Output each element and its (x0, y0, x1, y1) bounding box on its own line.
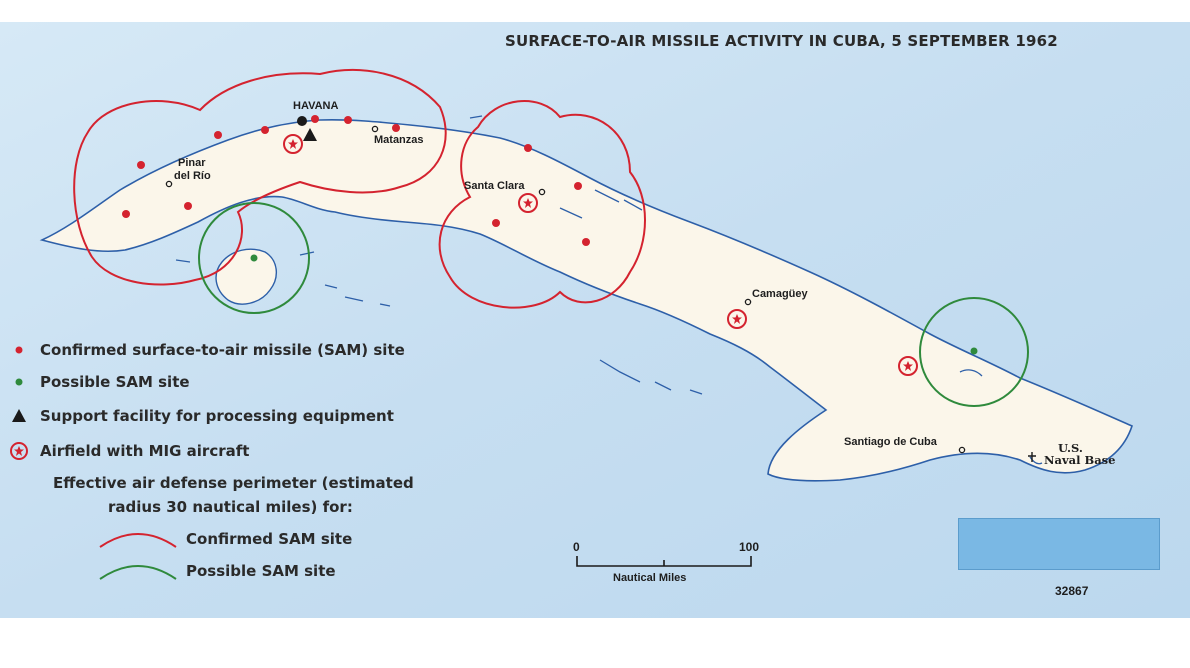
legend-perimeter-line1: Effective air defense perimeter (estimat… (53, 474, 414, 492)
red-dot-icon (10, 339, 40, 361)
city-markers (165, 125, 966, 454)
legend-possible-label: Possible SAM site (40, 373, 190, 391)
legend-perim-possible-label: Possible SAM site (186, 562, 336, 580)
cuba-island (39, 119, 1133, 482)
legend-row-possible: Possible SAM site (10, 371, 190, 393)
map-frame: SURFACE-TO-AIR MISSILE ACTIVITY IN CUBA,… (0, 22, 1190, 618)
green-arc-icon (99, 565, 177, 580)
label-pinar-line2: del Río (174, 170, 211, 182)
scale-end: 100 (739, 540, 760, 554)
label-havana: HAVANA (293, 100, 339, 112)
legend-row-confirmed: Confirmed surface-to-air missile (SAM) s… (10, 339, 405, 361)
red-arc-icon (99, 533, 177, 548)
cays (175, 115, 1043, 465)
inset-map-box (958, 518, 1160, 570)
confirmed-sam-sites (122, 115, 590, 246)
legend-airfield-label: Airfield with MIG aircraft (40, 442, 250, 460)
confirmed-perimeters (73, 69, 646, 309)
label-pinar-line1: Pinar (178, 157, 206, 169)
map-canvas (0, 22, 1190, 618)
possible-sam-sites (250, 254, 978, 355)
scale-line (576, 556, 752, 567)
document-number: 32867 (1055, 584, 1089, 598)
scale-start: 0 (573, 540, 580, 554)
label-naval-line1: U.S. (1058, 441, 1083, 455)
label-naval-line2: Naval Base (1044, 453, 1116, 467)
label-santa-clara: Santa Clara (464, 180, 525, 192)
legend-perim-confirmed-label: Confirmed SAM site (186, 530, 353, 548)
red-star-circle-icon (10, 440, 40, 462)
legend-row-support: Support facility for processing equipmen… (10, 405, 394, 427)
isle-of-pines (215, 248, 277, 305)
scale-unit: Nautical Miles (613, 572, 687, 584)
label-camaguey: Camagüey (752, 288, 808, 300)
legend-row-airfield: Airfield with MIG aircraft (10, 440, 249, 462)
black-triangle-icon (10, 405, 40, 427)
label-matanzas: Matanzas (374, 134, 424, 146)
legend-support-label: Support facility for processing equipmen… (40, 407, 394, 425)
legend-perimeter-line2: radius 30 nautical miles) for: (108, 498, 353, 516)
map-title: SURFACE-TO-AIR MISSILE ACTIVITY IN CUBA,… (505, 32, 1058, 50)
legend-confirmed-label: Confirmed surface-to-air missile (SAM) s… (40, 341, 405, 359)
green-dot-icon (10, 371, 40, 393)
airfields-mig (283, 134, 918, 376)
scale-bar: 0 100 Nautical Miles (573, 540, 773, 590)
possible-perimeters (198, 202, 1029, 407)
havana-city-marker (297, 116, 307, 126)
legend-row-perim-possible: Possible SAM site (96, 559, 336, 583)
label-santiago: Santiago de Cuba (844, 436, 937, 448)
support-facility-triangle (303, 128, 317, 141)
legend-row-perim-confirmed: Confirmed SAM site (96, 527, 352, 551)
naval-base-anchor (1028, 452, 1036, 462)
